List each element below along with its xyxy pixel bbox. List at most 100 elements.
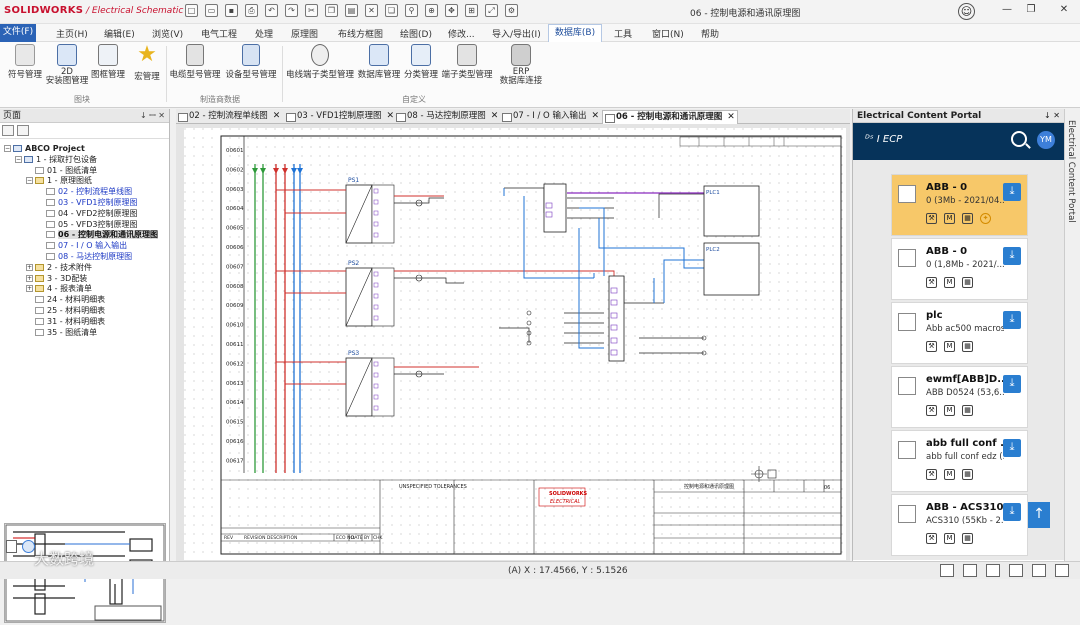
tree-item[interactable]: 05 - VFD3控制原理图 xyxy=(4,220,168,231)
document-icon[interactable] xyxy=(6,540,17,553)
menu-process[interactable]: 处理 xyxy=(255,30,274,40)
menu-schematic[interactable]: 原理图 xyxy=(291,30,319,40)
panel-pin-close-icons[interactable]: ↓ ꟷ ✕ xyxy=(139,111,165,120)
tree-item[interactable]: −1 - 原理图纸 xyxy=(4,176,168,187)
tree-item[interactable]: 08 - 马达控制原理图 xyxy=(4,252,168,263)
pan-icon[interactable]: ✥ xyxy=(445,4,458,17)
copy-icon[interactable]: ❐ xyxy=(325,4,338,17)
database-manager-button[interactable]: 数据库管理 xyxy=(357,44,401,80)
zoom-fit-icon[interactable]: ⤢ xyxy=(485,4,498,17)
download-icon[interactable]: ⤓ xyxy=(1003,247,1021,265)
close-tab-icon[interactable]: ✕ xyxy=(591,111,600,121)
cable-manager-button[interactable]: 电缆型号管理 xyxy=(168,44,222,80)
menu-import-export[interactable]: 导入/导出(I) xyxy=(492,30,541,40)
cut-icon[interactable]: ✂ xyxy=(305,4,318,17)
new-file-icon[interactable]: □ xyxy=(185,4,198,17)
paste-icon[interactable]: ▤ xyxy=(345,4,358,17)
terminal-type-manager-button[interactable]: 端子类型管理 xyxy=(440,44,494,80)
redo-icon[interactable]: ↷ xyxy=(285,4,298,17)
tab-control-power-comm[interactable]: 06 - 控制电源和通讯原理图✕ xyxy=(602,110,738,124)
close-tab-icon[interactable]: ✕ xyxy=(727,112,735,122)
tab-io[interactable]: 07 - I / O 输入输出✕ xyxy=(500,110,600,124)
user-avatar[interactable]: YM xyxy=(1037,131,1055,149)
tab-vfd1[interactable]: 03 - VFD1控制原理图✕ xyxy=(284,110,394,124)
device-manager-button[interactable]: 设备型号管理 xyxy=(224,44,278,80)
macro-manager-button[interactable]: ★ 宏管理 xyxy=(134,42,160,83)
tree-item[interactable]: 07 - I / O 输入输出 xyxy=(4,241,168,252)
print-icon[interactable]: ⎙ xyxy=(245,4,258,17)
undo-icon[interactable]: ↶ xyxy=(265,4,278,17)
tree-item[interactable]: +3 - 3D配装 xyxy=(4,274,168,285)
restore-icon[interactable]: ❐ xyxy=(1026,4,1036,15)
menu-modify[interactable]: 修改... xyxy=(448,30,475,40)
tree-item[interactable]: 35 - 图纸清单 xyxy=(4,328,168,339)
layer-icon[interactable] xyxy=(1032,564,1046,577)
expand-toggle-icon[interactable]: + xyxy=(26,285,33,293)
tree-item[interactable]: 01 - 图纸清单 xyxy=(4,166,168,177)
tree-item[interactable]: 04 - VFD2控制原理图 xyxy=(4,209,168,220)
download-icon[interactable]: ⤓ xyxy=(1003,503,1021,521)
menu-help[interactable]: 帮助 xyxy=(701,30,720,40)
wire-terminal-manager-button[interactable]: 电线端子类型管理 xyxy=(284,44,356,80)
refresh-icon[interactable] xyxy=(22,540,35,553)
tree-item[interactable]: −1 - 採取打包设备 xyxy=(4,155,168,166)
components-view-icon[interactable] xyxy=(17,125,29,136)
category-manager-button[interactable]: 分类管理 xyxy=(402,44,440,80)
close-tab-icon[interactable]: ✕ xyxy=(386,111,394,121)
menu-file[interactable]: 文件(F) xyxy=(0,24,36,42)
zoom-window-icon[interactable]: ⊞ xyxy=(465,4,478,17)
expand-toggle-icon[interactable]: − xyxy=(4,145,11,152)
ecp-result-card[interactable]: ewmf[ABB]D...ABB D0524 (53,6...⤓⚒M▦ xyxy=(891,366,1028,428)
download-icon[interactable]: ⤓ xyxy=(1003,439,1021,457)
expand-toggle-icon[interactable]: + xyxy=(26,263,33,271)
tree-item[interactable]: +2 - 技术附件 xyxy=(4,263,168,274)
tree-item[interactable]: 03 - VFD1控制原理图 xyxy=(4,198,168,209)
tree-item[interactable]: −ABCO Project xyxy=(4,144,168,155)
tab-control-flow[interactable]: 02 - 控制流程单线图✕ xyxy=(176,110,282,124)
symbol-manager-button[interactable]: 符号管理 xyxy=(6,44,44,80)
download-icon[interactable]: ⤓ xyxy=(1003,375,1021,393)
settings-icon[interactable] xyxy=(1055,564,1069,577)
tree-item[interactable]: 02 - 控制流程单线图 xyxy=(4,187,168,198)
side-tab-ecp[interactable]: Electrical Content Portal xyxy=(1066,120,1076,223)
search-icon[interactable] xyxy=(1011,131,1027,147)
layers-icon[interactable]: ❏ xyxy=(385,4,398,17)
tree-item[interactable]: 31 - 材料明细表 xyxy=(4,317,168,328)
tab-motor-control[interactable]: 08 - 马达控制原理图✕ xyxy=(394,110,498,124)
menu-database[interactable]: 数据库(B) xyxy=(548,24,602,42)
grid-toggle-icon[interactable] xyxy=(940,564,954,577)
menu-window[interactable]: 窗口(N) xyxy=(652,30,684,40)
menu-home[interactable]: 主页(H) xyxy=(56,30,88,40)
select-pointer-icon[interactable] xyxy=(986,564,1000,577)
close-icon[interactable]: ✕ xyxy=(1059,4,1069,15)
feedback-smiley-icon[interactable]: ☺ xyxy=(958,3,975,20)
minimize-icon[interactable]: — xyxy=(1002,4,1012,15)
download-icon[interactable]: ⤓ xyxy=(1003,183,1021,201)
title-block-manager-button[interactable]: 图框管理 xyxy=(88,44,128,80)
save-icon[interactable]: ▪ xyxy=(225,4,238,17)
menu-draw[interactable]: 绘图(D) xyxy=(400,30,432,40)
find-icon[interactable]: ⚲ xyxy=(405,4,418,17)
tree-item[interactable]: 06 - 控制电源和通讯原理图 xyxy=(4,230,168,241)
2d-footprint-manager-button[interactable]: 2D 安装图管理 xyxy=(44,44,90,86)
tree-item[interactable]: 24 - 材料明细表 xyxy=(4,295,168,306)
menu-electrical[interactable]: 电气工程 xyxy=(201,30,238,40)
expand-toggle-icon[interactable]: − xyxy=(15,155,22,163)
expand-toggle-icon[interactable]: − xyxy=(26,177,33,185)
orthogonal-toggle-icon[interactable] xyxy=(963,564,977,577)
line-style-icon[interactable] xyxy=(1009,564,1023,577)
menu-view[interactable]: 浏览(V) xyxy=(152,30,184,40)
delete-icon[interactable]: ✕ xyxy=(365,4,378,17)
panel-pin-close-icons[interactable]: ↓ ✕ xyxy=(1044,111,1060,120)
menu-edit[interactable]: 编辑(E) xyxy=(104,30,135,40)
scroll-to-top-button[interactable]: ↑ xyxy=(1028,502,1050,528)
zoom-icon[interactable]: ⊕ xyxy=(425,4,438,17)
tree-item[interactable]: +4 - 报表清单 xyxy=(4,284,168,295)
close-tab-icon[interactable]: ✕ xyxy=(272,111,281,121)
